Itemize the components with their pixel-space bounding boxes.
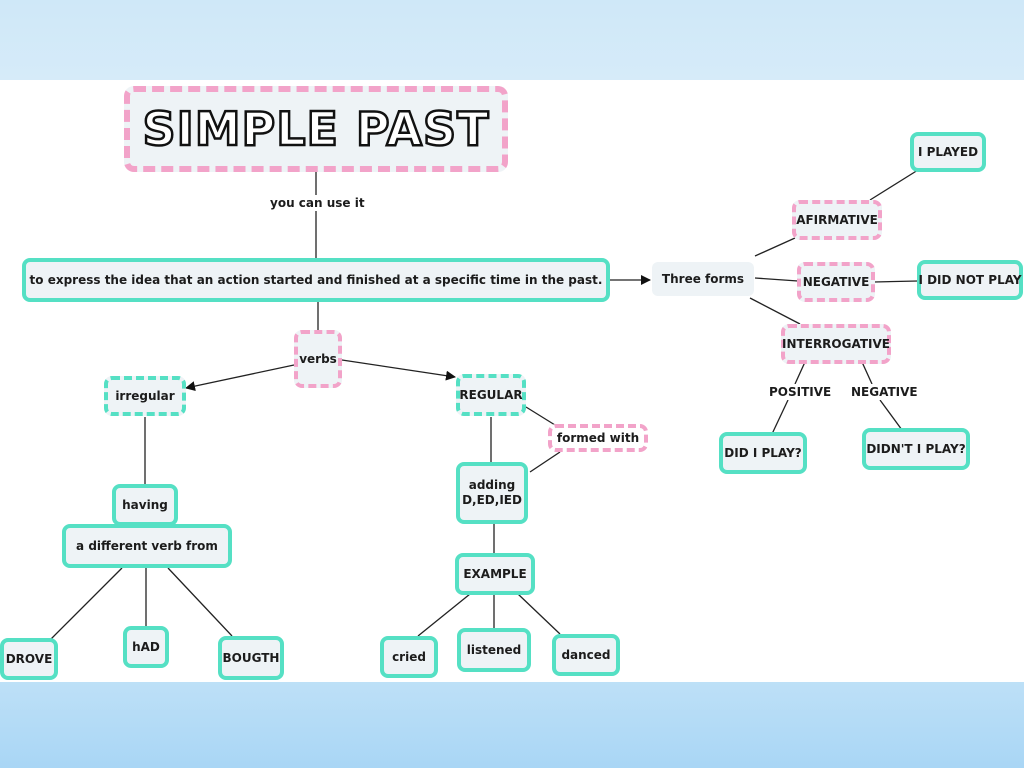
node-adding: adding D,ED,IED	[456, 462, 528, 524]
diagram-title: SIMPLE PAST	[141, 101, 490, 158]
node-negative: NEGATIVE	[797, 262, 875, 302]
node-afirmative: AFIRMATIVE	[792, 200, 882, 240]
node-listened: listened	[457, 628, 531, 672]
node-example: EXAMPLE	[455, 553, 535, 595]
node-didnt-i-play: DIDN'T I PLAY?	[862, 428, 970, 470]
node-verbs: verbs	[294, 330, 342, 388]
edge-label-negative: NEGATIVE	[848, 384, 921, 400]
node-regular: REGULAR	[456, 374, 526, 416]
node-i-played: I PLAYED	[910, 132, 986, 172]
node-had: hAD	[123, 626, 169, 668]
node-drove: DROVE	[0, 638, 58, 680]
node-bougth: BOUGTH	[218, 636, 284, 680]
node-interrogative: INTERROGATIVE	[781, 324, 891, 364]
node-irregular: irregular	[104, 376, 186, 416]
node-did-i-play: DID I PLAY?	[719, 432, 807, 474]
node-cried: cried	[380, 636, 438, 678]
node-i-did-not-play: I DID NOT PLAY	[917, 260, 1023, 300]
node-having: having	[112, 484, 178, 526]
edge-label-you-can-use-it: you can use it	[267, 195, 368, 211]
edge-label-positive: POSITIVE	[766, 384, 835, 400]
node-danced: danced	[552, 634, 620, 676]
node-formed-with: formed with	[548, 424, 648, 452]
node-three-forms: Three forms	[652, 262, 754, 296]
title-box: SIMPLE PAST	[124, 86, 508, 172]
node-different-verb: a different verb from	[62, 524, 232, 568]
node-definition: to express the idea that an action start…	[22, 258, 610, 302]
